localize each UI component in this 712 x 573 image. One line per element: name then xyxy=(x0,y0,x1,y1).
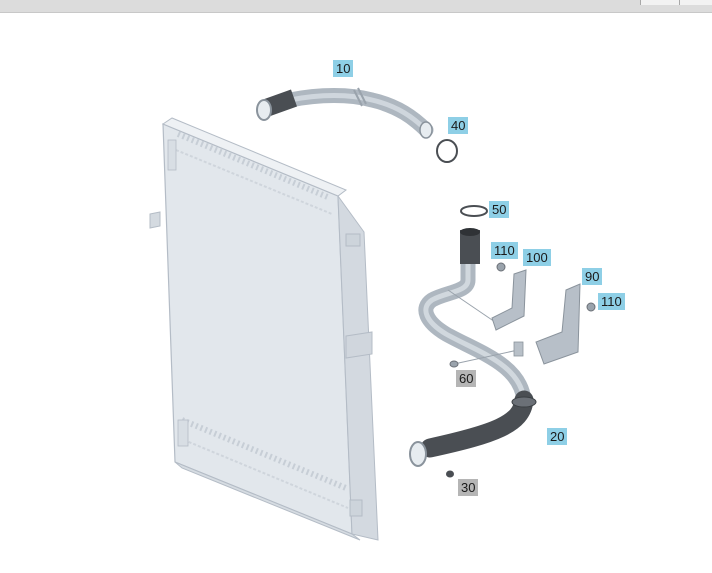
callout-100[interactable]: 100 xyxy=(523,249,551,266)
ring-part-50 xyxy=(460,205,488,217)
callout-10[interactable]: 10 xyxy=(333,60,354,77)
clamp-part-40 xyxy=(436,139,458,163)
callout-50[interactable]: 50 xyxy=(489,201,510,218)
lower-pipe-part-20 xyxy=(409,228,537,467)
radiator xyxy=(149,117,379,541)
bracket-part-90 xyxy=(535,283,581,365)
callout-110-right[interactable]: 110 xyxy=(598,293,625,310)
upper-pipe-part-10 xyxy=(256,87,434,139)
toolbar-button-right[interactable] xyxy=(679,0,712,5)
callout-90[interactable]: 90 xyxy=(582,268,603,285)
bolt-part-110-upper xyxy=(496,262,506,272)
callout-30[interactable]: 30 xyxy=(458,479,479,496)
callout-60[interactable]: 60 xyxy=(456,370,477,387)
callout-40[interactable]: 40 xyxy=(448,117,469,134)
bracket-part-100 xyxy=(491,269,527,331)
toolbar-strip xyxy=(0,0,712,13)
callout-110-upper[interactable]: 110 xyxy=(491,242,518,259)
nut-part-30 xyxy=(446,470,454,478)
bolt-part-110-right xyxy=(586,302,596,312)
toolbar-button-left[interactable] xyxy=(640,0,679,5)
bolt-part-60 xyxy=(449,360,459,368)
callout-20[interactable]: 20 xyxy=(547,428,568,445)
